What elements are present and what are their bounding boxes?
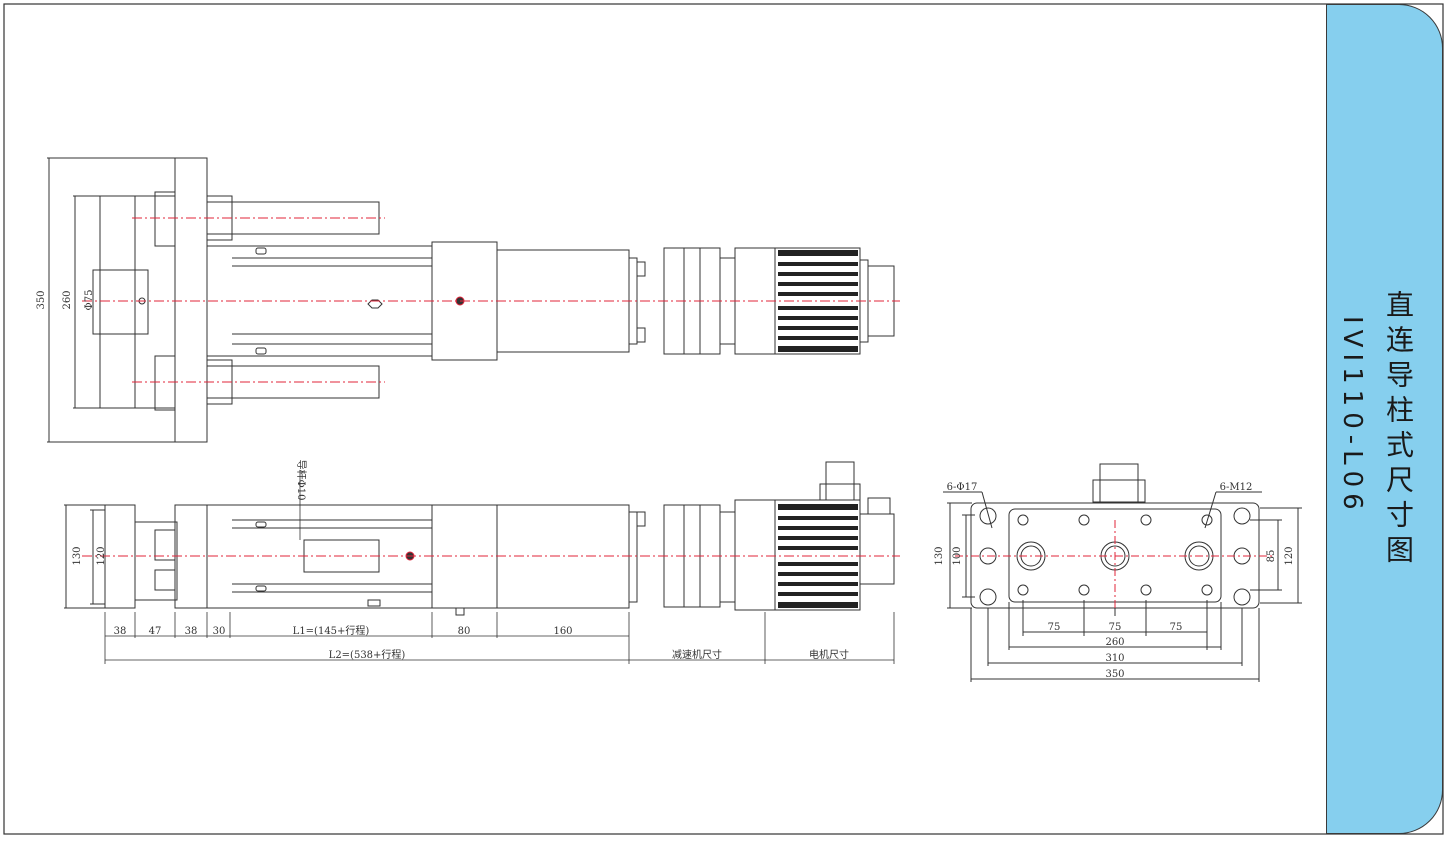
end-pitch-2: 75 — [1109, 622, 1122, 633]
top-dim-260: 260 — [62, 290, 73, 309]
end-dim-120: 120 — [1284, 546, 1295, 565]
end-dim-100: 100 — [952, 546, 963, 565]
side-dimensions — [104, 612, 895, 664]
top-dim-350: 350 — [36, 290, 47, 309]
end-dim-310: 310 — [1105, 653, 1124, 664]
reducer-label: 减速机尺寸 — [672, 648, 722, 661]
motor-fins-top — [778, 250, 858, 352]
seg-80: 80 — [458, 626, 471, 637]
end-dim-85: 85 — [1266, 550, 1277, 563]
end-view — [943, 463, 1302, 682]
panel-model: IVI110-L06 — [1337, 316, 1367, 516]
seg-30: 30 — [213, 626, 226, 637]
top-dim-phi75: Φ75 — [84, 290, 95, 311]
top-centerlines — [82, 217, 900, 383]
panel-title: 直连导柱式尺寸图 — [1382, 290, 1415, 570]
guide-rod-label: 导杆Φ10 — [295, 460, 307, 501]
end-dim-260: 260 — [1105, 637, 1124, 648]
seg-38b: 38 — [185, 626, 198, 637]
motor-fins-side — [778, 504, 858, 608]
end-view-centerlines — [955, 520, 1275, 610]
end-holes-left: 6-Φ17 — [947, 482, 978, 493]
end-dim-130: 130 — [934, 546, 945, 565]
end-pitch-3: 75 — [1170, 622, 1183, 633]
end-pitch-1: 75 — [1048, 622, 1061, 633]
end-holes-right: 6-M12 — [1220, 482, 1253, 493]
end-dim-350: 350 — [1105, 669, 1124, 680]
seg-l1: L1=(145+行程) — [293, 624, 370, 637]
drawing-border — [3, 3, 1444, 835]
seg-160: 160 — [553, 626, 572, 637]
seg-l2: L2=(538+行程) — [329, 648, 406, 661]
side-dim-120: 120 — [96, 546, 107, 565]
seg-47: 47 — [149, 626, 162, 637]
top-view — [47, 157, 895, 443]
side-dim-130: 130 — [72, 546, 83, 565]
title-panel — [1326, 4, 1443, 834]
side-view — [64, 461, 895, 616]
seg-38a: 38 — [114, 626, 127, 637]
motor-label: 电机尺寸 — [809, 648, 849, 661]
